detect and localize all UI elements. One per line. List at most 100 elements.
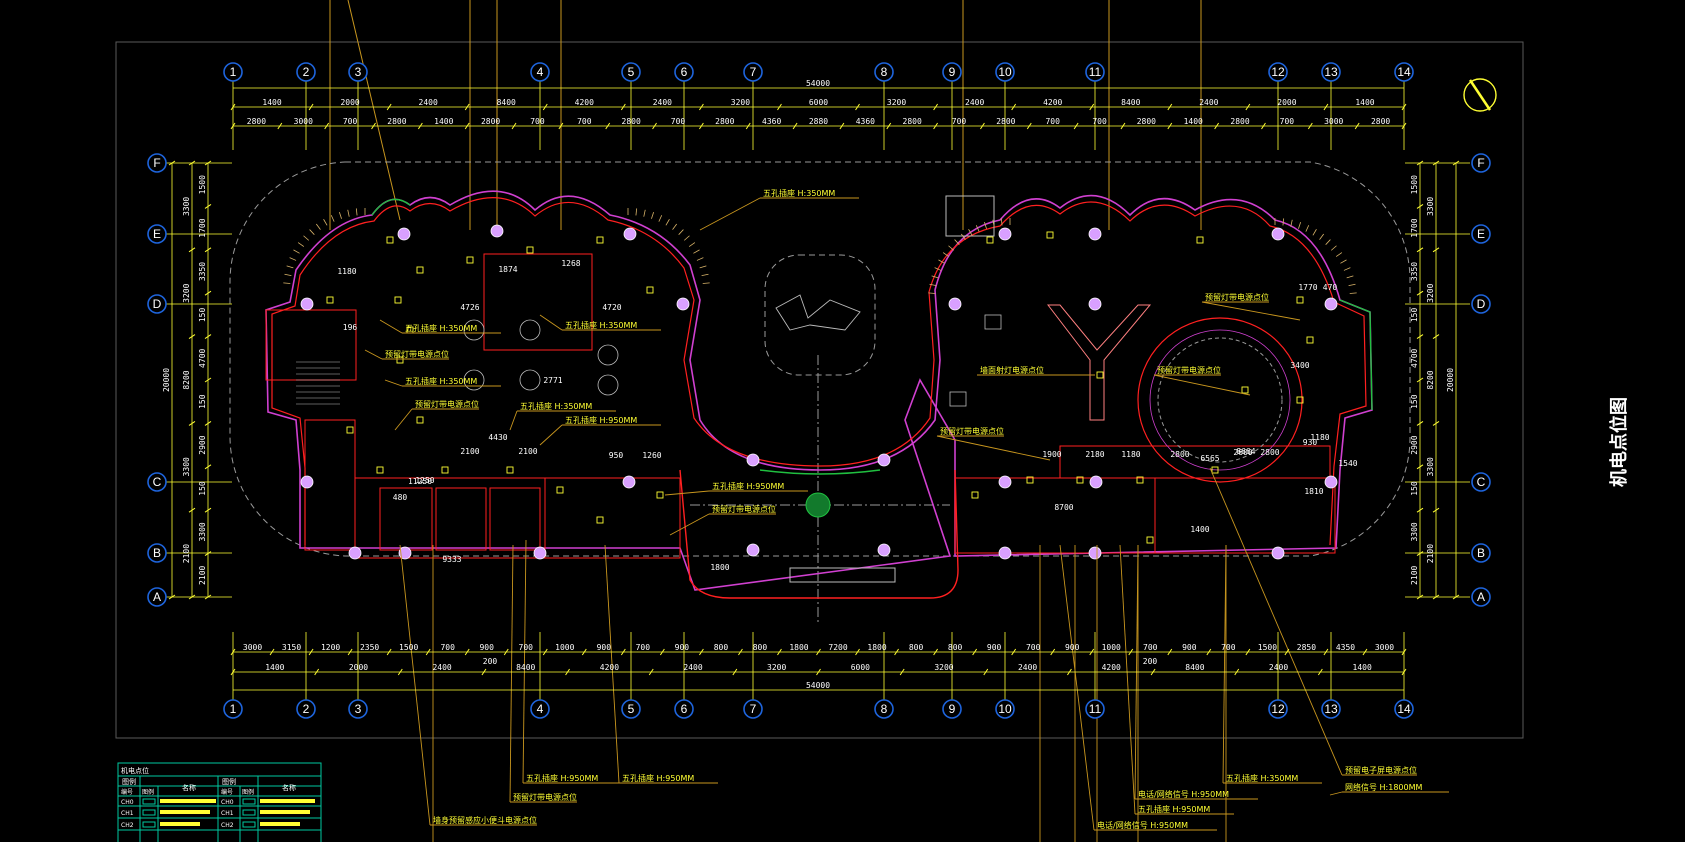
- interior-dimension: 1180: [1121, 450, 1140, 459]
- legend-subheader: 编号: [121, 788, 133, 796]
- right-inner-tick: [1416, 290, 1424, 296]
- bottom-row1-tick: [1401, 648, 1407, 656]
- mep-symbols: [300, 224, 1338, 560]
- annotation-leader: [936, 435, 1051, 461]
- wall-ticks: [283, 208, 1357, 294]
- wall-tick: [975, 225, 980, 232]
- right-outer-tick: [1432, 507, 1440, 513]
- center-lower-building: [679, 469, 959, 599]
- bottom-row2-tick: [1401, 668, 1407, 676]
- bottom-extra-text: 200: [483, 657, 498, 666]
- bottom-row1-text: 2850: [1297, 643, 1316, 652]
- outlet-marker: [1296, 396, 1304, 404]
- legend-code: CH1: [121, 810, 134, 817]
- outlet-marker: [646, 286, 654, 294]
- mep-point-symbol: [1088, 546, 1102, 560]
- top-row2-tick: [605, 122, 611, 130]
- bottom-row1-tick: [1050, 648, 1056, 656]
- bottom-row1-text: 900: [479, 643, 494, 652]
- bottom-row2-text: 8400: [1185, 663, 1204, 672]
- interior-dimension: 1900: [1042, 450, 1061, 459]
- bottom-row2-text: 4200: [1102, 663, 1121, 672]
- wall-tick: [635, 208, 638, 216]
- axis-label-column: 10: [998, 702, 1012, 716]
- axis-label-column: 9: [949, 65, 956, 79]
- top-row2-text: 4360: [856, 117, 875, 126]
- bottom-row2-tick: [1234, 668, 1240, 676]
- annotation-text: 五孔插座 H:350MM: [565, 320, 637, 330]
- bottom-row1-text: 3000: [1375, 643, 1394, 652]
- mep-point-symbol: [622, 475, 636, 489]
- north-arrow-icon: [1463, 78, 1497, 112]
- wall-tick: [658, 215, 663, 222]
- wall-tick: [672, 223, 678, 230]
- axis-label-row: A: [1477, 590, 1485, 604]
- axis-label-column: 4: [537, 702, 544, 716]
- bottom-row1-text: 700: [636, 643, 651, 652]
- wall-tick: [665, 219, 670, 226]
- right-inner-tick: [1416, 464, 1424, 470]
- mep-point-symbol: [877, 543, 891, 557]
- top-row1-tick: [1167, 103, 1173, 111]
- axis-bubble-column: [743, 699, 763, 719]
- right-outer-tick: [1432, 594, 1440, 600]
- wall-tick: [983, 221, 987, 229]
- annotation-text: 电话/网络信号 H:950MM: [1138, 789, 1229, 799]
- axis-label-row: F: [1477, 156, 1484, 170]
- axis-label-column: 14: [1397, 65, 1411, 79]
- bottom-row1-text: 800: [753, 643, 768, 652]
- wall-tick: [688, 242, 696, 247]
- mep-point-symbol: [998, 227, 1012, 241]
- axis-bubble-row: [147, 224, 167, 244]
- annotation-leaders: [364, 197, 1449, 842]
- axis-label-row: E: [1477, 227, 1485, 241]
- top-row2-text: 700: [577, 117, 592, 126]
- axis-label-row: F: [153, 156, 160, 170]
- interior-dimension: 8700: [1054, 503, 1073, 512]
- right-outer-text: 3300: [1426, 197, 1435, 216]
- left-outer-text: 3300: [182, 197, 191, 216]
- top-row1-tick: [777, 103, 782, 111]
- mep-point-symbol: [1324, 297, 1338, 311]
- outlet-marker: [971, 491, 979, 499]
- left-inner-tick: [204, 420, 212, 426]
- legend-code: CH2: [221, 822, 234, 829]
- outlet-marker: [1096, 371, 1104, 379]
- axis-label-row: D: [153, 297, 162, 311]
- outlet-marker: [596, 236, 604, 244]
- left-inner-tick: [204, 160, 212, 166]
- top-row2-text: 2800: [387, 117, 406, 126]
- wall-tick: [309, 229, 315, 235]
- bottom-row1-tick: [347, 648, 353, 656]
- right-inner-text: 4700: [1410, 348, 1419, 367]
- right-inner-text: 1700: [1410, 218, 1419, 237]
- bottom-row2-text: 6000: [851, 663, 870, 672]
- right-outer-text: 8200: [1426, 370, 1435, 389]
- outlet-marker: [326, 296, 334, 304]
- wall-tick: [693, 249, 700, 254]
- bottom-row2-tick: [314, 668, 320, 676]
- right-inner-tick: [1416, 507, 1424, 513]
- interior-dimension: 4720: [602, 303, 621, 312]
- left-inner-text: 2100: [198, 565, 207, 584]
- outlet-marker: [596, 516, 604, 524]
- bottom-row1-tick: [855, 648, 860, 656]
- right-inner-text: 3350: [1410, 262, 1419, 281]
- axis-bubble-column: [743, 62, 763, 82]
- annotation-leader: [699, 197, 761, 231]
- legend-title: 机电点位: [121, 766, 149, 775]
- top-row2-text: 2880: [809, 117, 828, 126]
- bottom-row1-tick: [230, 648, 236, 656]
- bottom-row2-text: 1400: [265, 663, 284, 672]
- top-row1-tick: [698, 103, 704, 111]
- wall-tick: [1349, 292, 1357, 294]
- bottom-row2-tick: [648, 668, 654, 676]
- bottom-row2-text: 2400: [1018, 663, 1037, 672]
- interior-dimension: 4430: [488, 433, 507, 442]
- interior-dimension: 2800: [1260, 448, 1279, 457]
- bottom-row2-tick: [899, 668, 905, 676]
- interior-dimension: 1810: [1304, 487, 1323, 496]
- top-row2-text: 3000: [294, 117, 313, 126]
- mep-point-symbol: [348, 546, 362, 560]
- top-row1-tick: [1011, 103, 1017, 111]
